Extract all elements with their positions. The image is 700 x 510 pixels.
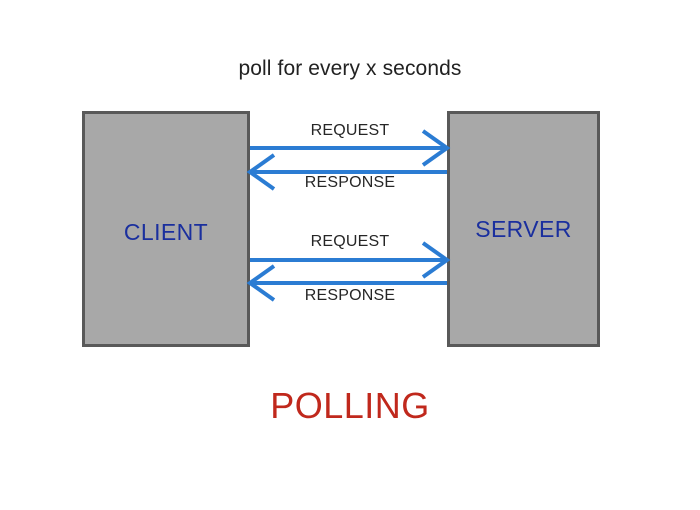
- client-node-label: CLIENT: [123, 218, 209, 245]
- request-2-arrowhead-icon: [421, 241, 451, 279]
- response-1-arrowhead-icon: [246, 153, 276, 191]
- server-node: SERVER: [447, 111, 600, 347]
- response-1-label: RESPONSE: [304, 174, 396, 191]
- response-2-arrowhead-icon: [246, 264, 276, 302]
- client-node: CLIENT: [82, 111, 250, 347]
- server-node-label: SERVER: [475, 215, 572, 242]
- response-2-label: RESPONSE: [304, 287, 396, 304]
- request-1-arrowhead-icon: [421, 129, 451, 167]
- poll-interval-title: poll for every x seconds: [238, 57, 462, 80]
- request-1-label: REQUEST: [310, 122, 390, 139]
- diagram-caption: POLLING: [270, 385, 430, 426]
- request-2-label: REQUEST: [310, 233, 390, 250]
